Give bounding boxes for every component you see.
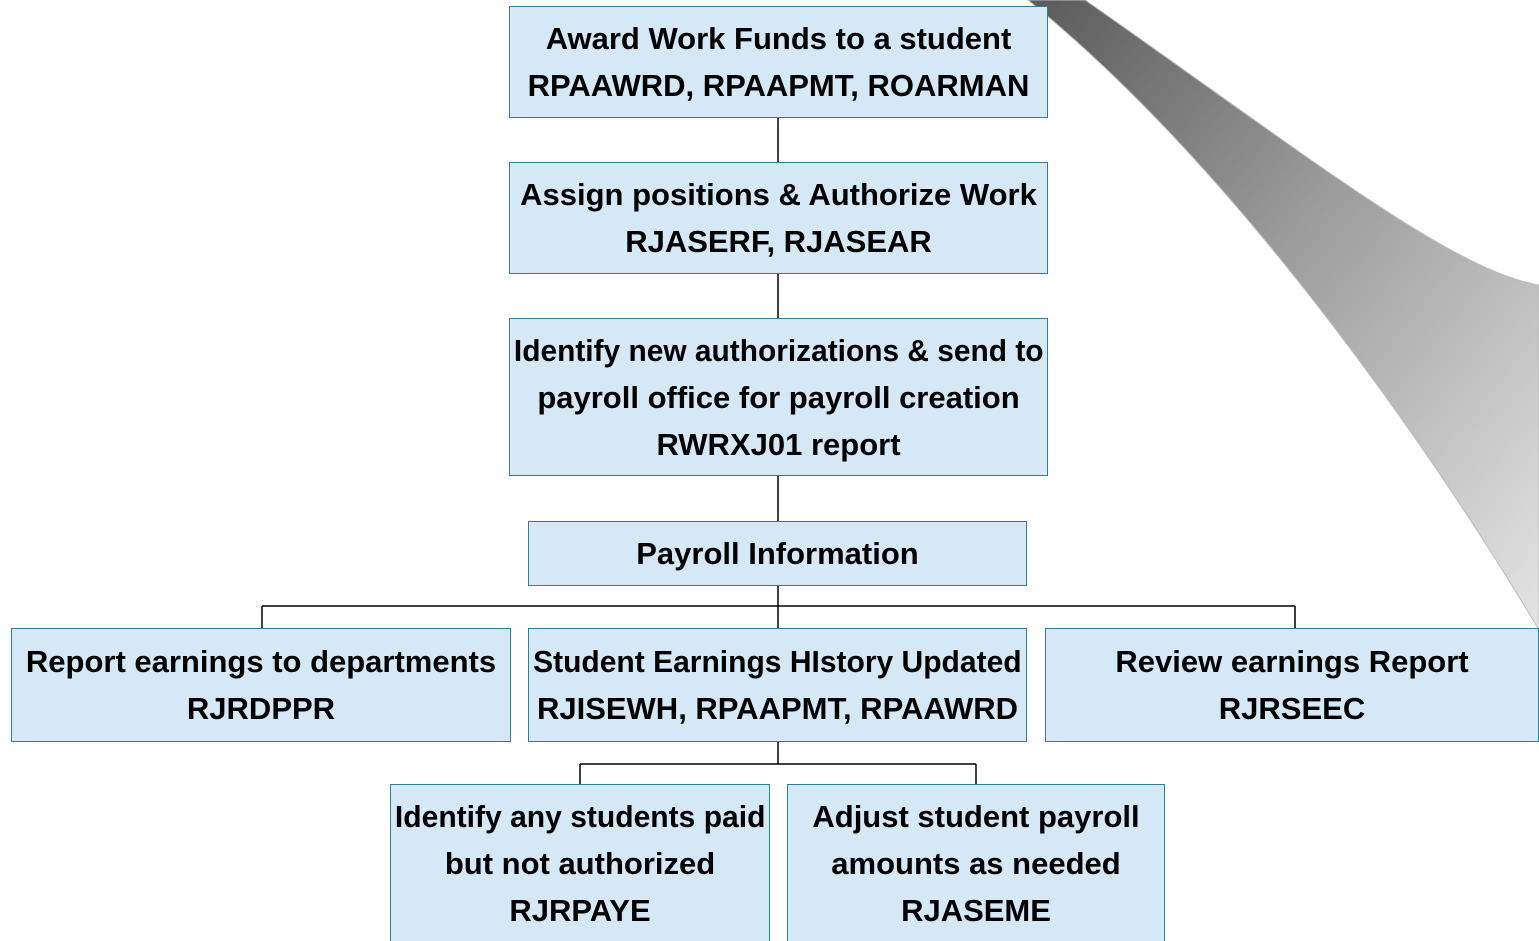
node-identify-paid-line-1: Identify any students paid bbox=[394, 798, 766, 834]
node-identify-new-line-1: Identify new authorizations & send to bbox=[513, 332, 1044, 368]
node-adjust-payroll-amounts: Adjust student payroll amounts as needed… bbox=[787, 784, 1165, 941]
node-history-line-1: Student Earnings HIstory Updated bbox=[533, 644, 1022, 679]
node-assign-line-1: Assign positions & Authorize Work bbox=[520, 177, 1037, 212]
node-assign-positions: Assign positions & Authorize Work RJASER… bbox=[509, 162, 1048, 274]
node-identify-paid-line-3: RJRPAYE bbox=[509, 892, 651, 928]
node-review-line-1: Review earnings Report bbox=[1115, 644, 1469, 679]
node-identify-students-paid: Identify any students paid but not autho… bbox=[390, 784, 770, 941]
node-student-earnings-history: Student Earnings HIstory Updated RJISEWH… bbox=[528, 628, 1027, 742]
node-review-earnings-report: Review earnings Report RJRSEEC bbox=[1045, 628, 1539, 742]
node-payroll-information: Payroll Information bbox=[528, 521, 1027, 586]
node-review-line-2: RJRSEEC bbox=[1218, 691, 1366, 726]
node-adjust-line-3: RJASEME bbox=[901, 892, 1051, 928]
node-identify-new-authorizations: Identify new authorizations & send to pa… bbox=[509, 318, 1048, 476]
node-identify-new-line-3: RWRXJ01 report bbox=[656, 426, 901, 462]
node-report-line-1: Report earnings to departments bbox=[25, 644, 497, 679]
node-award-work-funds: Award Work Funds to a student RPAAWRD, R… bbox=[509, 6, 1048, 118]
node-history-line-2: RJISEWH, RPAAPMT, RPAAWRD bbox=[536, 691, 1019, 726]
node-report-line-2: RJRDPPR bbox=[186, 691, 336, 726]
node-award-line-1: Award Work Funds to a student bbox=[545, 21, 1012, 56]
node-award-line-2: RPAAWRD, RPAAPMT, ROARMAN bbox=[527, 68, 1030, 103]
node-identify-paid-line-2: but not authorized bbox=[444, 845, 716, 881]
node-adjust-line-1: Adjust student payroll bbox=[812, 798, 1140, 834]
node-payroll-line-1: Payroll Information bbox=[636, 536, 919, 571]
node-assign-line-2: RJASERF, RJASEAR bbox=[625, 224, 932, 259]
node-adjust-line-2: amounts as needed bbox=[831, 845, 1121, 881]
node-identify-new-line-2: payroll office for payroll creation bbox=[537, 379, 1020, 415]
node-report-earnings: Report earnings to departments RJRDPPR bbox=[11, 628, 511, 742]
